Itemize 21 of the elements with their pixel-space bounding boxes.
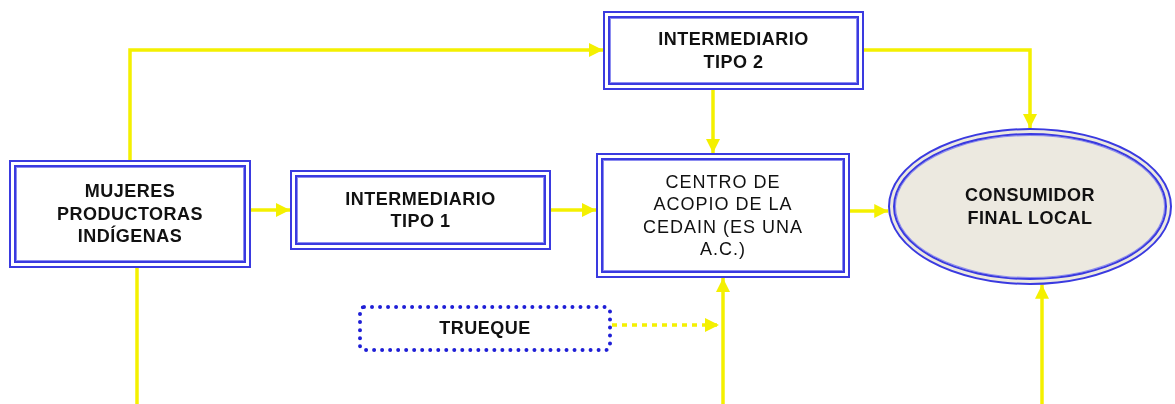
arrow xyxy=(716,278,730,404)
arrow xyxy=(551,203,596,217)
process-box xyxy=(596,153,850,278)
process-box xyxy=(9,160,251,268)
arrow xyxy=(251,203,290,217)
arrow xyxy=(612,318,719,332)
arrow xyxy=(1035,284,1049,404)
arrow xyxy=(850,204,889,218)
arrow xyxy=(128,43,603,160)
node-label: TRUEQUE xyxy=(438,317,532,340)
node-label: MUJERES PRODUCTORAS INDÍGENAS xyxy=(55,180,205,248)
process-box xyxy=(603,11,864,90)
node-label: INTERMEDIARIO TIPO 2 xyxy=(657,28,810,73)
arrow xyxy=(864,48,1037,128)
node-label: CONSUMIDOR FINAL LOCAL xyxy=(964,184,1096,229)
dotted-box xyxy=(358,305,612,352)
process-box xyxy=(290,170,551,250)
node-label: INTERMEDIARIO TIPO 1 xyxy=(344,187,497,233)
arrow xyxy=(706,90,720,153)
connector-line xyxy=(135,268,139,404)
node-label: CENTRO DE ACOPIO DE LA CEDAIN (ES UNA A.C.) xyxy=(642,170,804,261)
